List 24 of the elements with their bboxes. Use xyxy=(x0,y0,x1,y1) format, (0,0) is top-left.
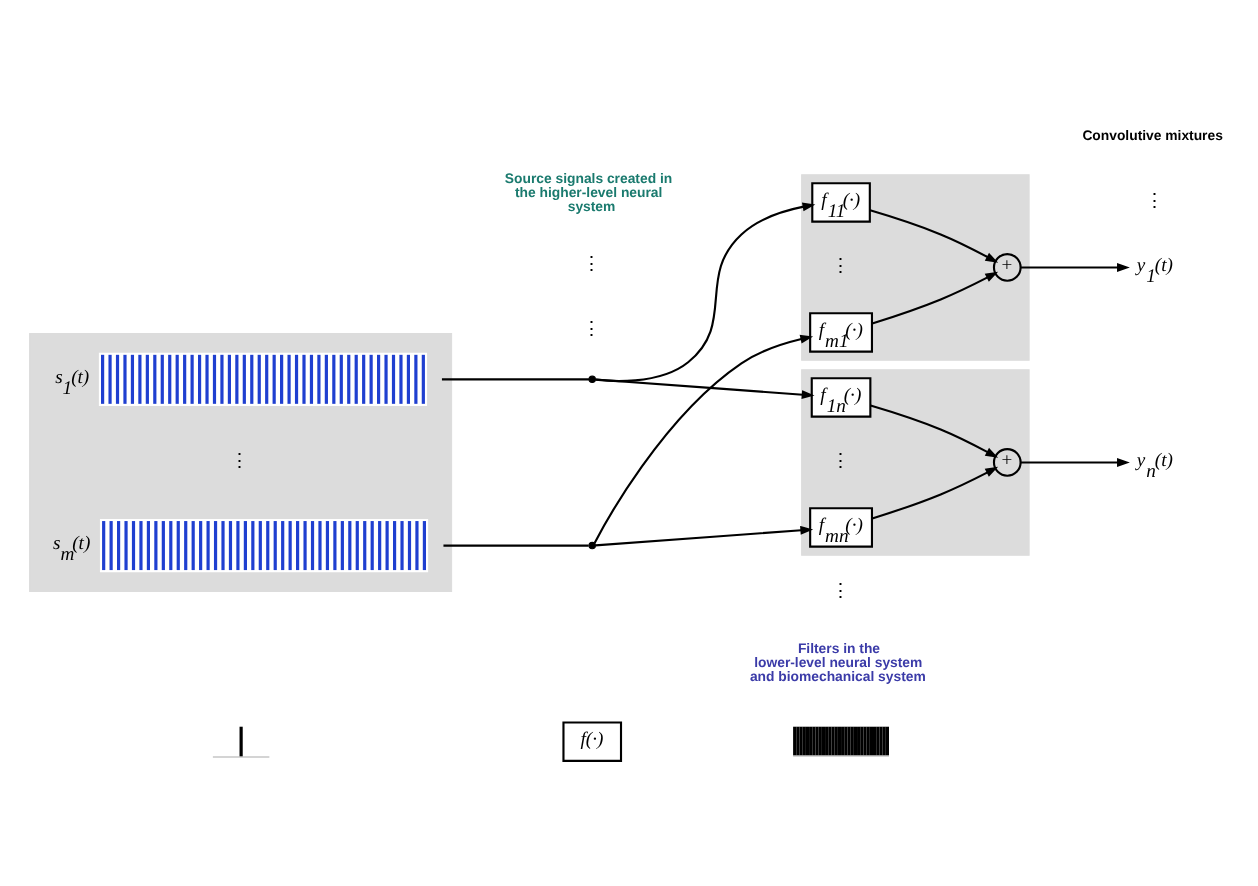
label: ⋮ xyxy=(230,451,251,474)
node-box: f(·) xyxy=(562,721,623,762)
arrow xyxy=(1020,457,1130,467)
connector xyxy=(443,544,589,547)
arrow xyxy=(595,525,814,547)
node-circle xyxy=(588,375,596,384)
arrow xyxy=(871,271,999,325)
label: ⋮ xyxy=(582,319,603,341)
arrow xyxy=(870,404,999,458)
label: ⋮ xyxy=(1145,191,1166,214)
label: ⋮ xyxy=(582,254,603,276)
arrow xyxy=(871,466,999,520)
arrow xyxy=(869,209,999,263)
node-circle xyxy=(588,541,596,550)
connector xyxy=(441,378,590,381)
node-circle: + xyxy=(992,448,1022,477)
arrow xyxy=(593,334,814,544)
label: ⋮ xyxy=(830,581,851,604)
arrow xyxy=(595,378,815,400)
label: ⋮ xyxy=(830,451,851,474)
arrow xyxy=(1020,262,1130,272)
node-circle: + xyxy=(992,253,1022,282)
cluster xyxy=(29,332,453,592)
label: ⋮ xyxy=(830,256,851,279)
